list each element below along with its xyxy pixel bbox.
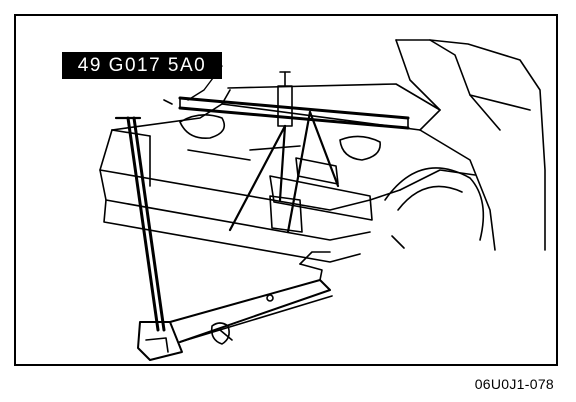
figure-frame (14, 14, 558, 366)
figure-code: 06U0J1-078 (474, 376, 554, 392)
engine-hanger-bar (163, 71, 410, 234)
vehicle-front (99, 39, 546, 263)
floor-jack (114, 116, 333, 361)
part-number-label: 49 G017 5A0 (62, 52, 222, 79)
